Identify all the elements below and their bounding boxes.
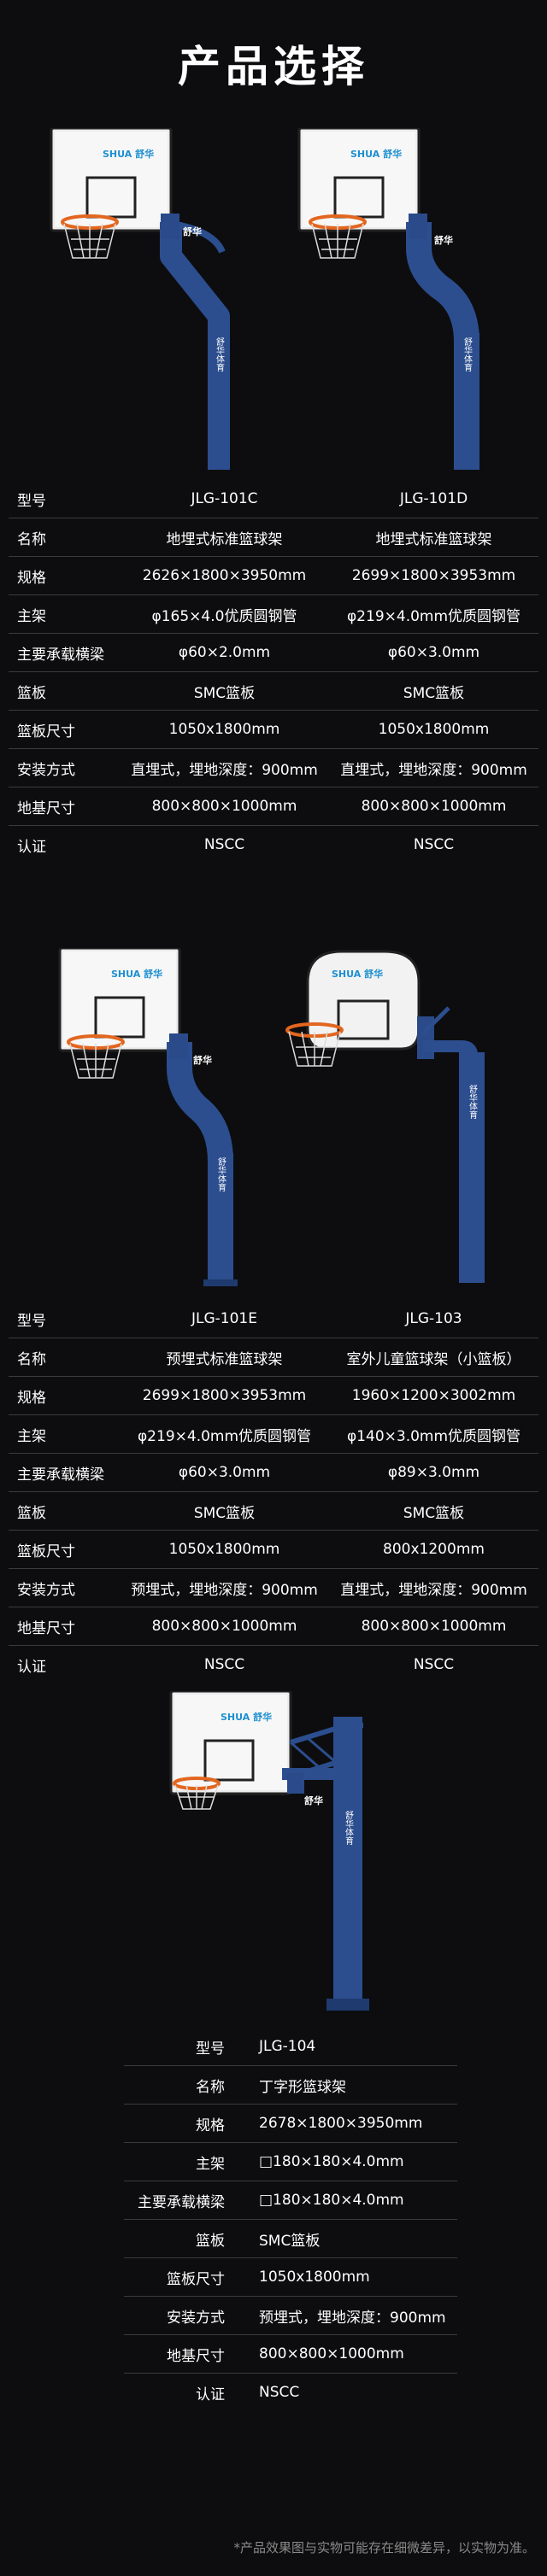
post-logo: 舒华体育 xyxy=(215,337,225,372)
spec-row-name: 名称丁字形篮球架 xyxy=(124,2065,457,2105)
post-logo: 舒华体育 xyxy=(462,337,473,372)
backboard-logo: SHUA 舒华 xyxy=(103,148,154,160)
post-logo: 舒华体育 xyxy=(216,1156,226,1192)
page-title: 产品选择 xyxy=(178,42,369,91)
spec-row-beam: 主要承载横梁□180×180×4.0mm xyxy=(124,2181,457,2220)
footnote: *产品效果图与实物可能存在细微差异，以实物为准。 xyxy=(233,2540,535,2556)
arm-logo: 舒华 xyxy=(183,225,202,237)
arm-logo: 舒华 xyxy=(193,1054,212,1066)
backboard-logo: SHUA 舒华 xyxy=(350,148,402,160)
spec-row-name: 名称地埋式标准篮球架地埋式标准篮球架 xyxy=(9,518,538,557)
arm-logo: 舒华 xyxy=(304,1794,323,1806)
product-image-jlg-101e: SHUA 舒华 舒华 舒华体育 xyxy=(58,948,238,1286)
product-image-jlg-103: SHUA 舒华 舒华体育 xyxy=(285,950,485,1283)
post-logo: 舒华体育 xyxy=(344,1810,354,1846)
spec-row-install: 安装方式预埋式，埋地深度：900mm xyxy=(124,2296,457,2335)
arm-logo: 舒华 xyxy=(434,234,453,246)
backboard-logo: SHUA 舒华 xyxy=(332,968,383,980)
backboard-logo: SHUA 舒华 xyxy=(111,968,162,980)
spec-row-name: 名称预埋式标准篮球架室外儿童篮球架（小篮板） xyxy=(9,1338,538,1377)
product-image-jlg-101d: SHUA 舒华 舒华 舒华体育 xyxy=(297,128,479,470)
product-image-jlg-101c: SHUA 舒华 舒华 舒华体育 xyxy=(50,128,230,470)
spec-row-main-frame: 主架□180×180×4.0mm xyxy=(124,2142,457,2181)
product-image-jlg-104: SHUA 舒华 舒华 舒华体育 xyxy=(169,1691,369,2011)
post-logo: 舒华体育 xyxy=(468,1084,478,1120)
backboard-logo: SHUA 舒华 xyxy=(221,1711,272,1723)
